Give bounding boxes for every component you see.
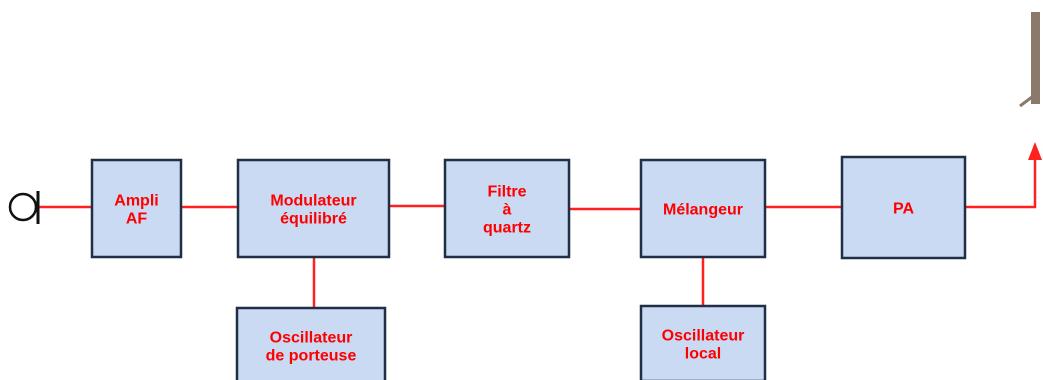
block-box <box>443 158 571 259</box>
block-box <box>639 158 767 259</box>
output-wire <box>965 158 1037 209</box>
block-melangeur: Mélangeur <box>639 158 767 259</box>
diagram-icons <box>8 12 1040 224</box>
block-label: Ampli <box>114 193 158 210</box>
block-label: Filtre <box>487 184 526 201</box>
block-pa: PA <box>840 155 967 260</box>
block-label: local <box>685 346 721 363</box>
block-label: quartz <box>483 220 531 237</box>
block-label: Modulateur <box>270 193 356 210</box>
block-label: Oscillateur <box>662 328 745 345</box>
antenna-icon <box>1019 12 1040 108</box>
block-box <box>90 158 183 259</box>
microphone-icon <box>8 191 40 224</box>
block-label: de porteuse <box>266 348 357 365</box>
block-box <box>236 158 391 259</box>
block-label: AF <box>126 211 148 228</box>
block-label: Mélangeur <box>663 202 743 219</box>
output-arrow-icon <box>1028 142 1042 160</box>
block-box <box>235 306 387 380</box>
signal-wires <box>38 142 1042 308</box>
block-label: équilibré <box>280 211 347 228</box>
block-label: Oscillateur <box>270 330 353 347</box>
block-label: PA <box>893 201 914 218</box>
block-box <box>840 155 967 260</box>
block-box <box>639 304 767 380</box>
block-label: à <box>503 202 512 219</box>
